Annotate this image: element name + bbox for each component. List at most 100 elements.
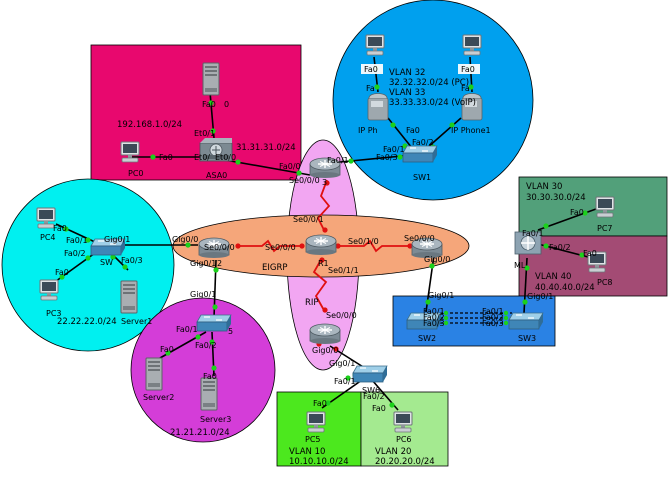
serial-r1-r4 — [336, 239, 412, 253]
device-ipphone0-label: IP Ph — [358, 126, 378, 135]
port-pc7-fa0: Fa0 — [570, 208, 584, 217]
label-plates — [361, 64, 480, 74]
device-ipphone1-label: IP Phone1 — [451, 126, 491, 135]
switch-sw3-icon[interactable] — [508, 312, 544, 330]
port-pc8-fa0: Fa0 — [583, 249, 597, 258]
port-ph1-fa: Fa — [461, 84, 470, 93]
port-pc4-fa0: Fa0 — [53, 224, 67, 233]
router-r5-icon[interactable] — [309, 323, 341, 344]
port-pc6-fa0: Fa0 — [372, 404, 386, 413]
label-cyan-subnet: 22.22.22.0/24 — [57, 317, 117, 327]
port-ph0-fa0: Fa0 — [364, 65, 378, 74]
port-r3-fa01: Fa0/1 — [327, 156, 349, 165]
port-sw1-fa03: Fa0/3 — [376, 153, 398, 162]
device-pc0-label: PC0 — [128, 169, 144, 178]
port-srv-fa0: Fa0 — [202, 100, 216, 109]
port-sw5-fa01: Fa0/1 — [176, 325, 198, 334]
device-sw4-label: SW — [100, 258, 113, 267]
pc0-icon[interactable] — [120, 141, 140, 163]
port-sw2-fa02: Fa0/2 — [423, 313, 445, 322]
label-vlan10: VLAN 10 — [289, 447, 325, 457]
label-vlan32: VLAN 32 — [389, 68, 425, 78]
pc5-icon[interactable] — [306, 411, 326, 433]
port-ph0-fa: Fa — [366, 84, 375, 93]
device-pc4-label: PC4 — [40, 233, 56, 242]
device-r2-label: 2 — [217, 259, 222, 268]
port-sw2-fa03: Fa0/3 — [423, 319, 445, 328]
port-srv2-fa0: Fa0 — [160, 345, 174, 354]
zone-blue — [332, 0, 534, 201]
port-r1-se010: Se0/1/0 — [348, 237, 379, 246]
port-r4-gig00: Gig0/0 — [424, 255, 450, 264]
device-pc6-label: PC6 — [396, 435, 412, 444]
label-vlan20-net: 20.20.20.0/24 — [375, 457, 435, 467]
zone-pink — [130, 297, 276, 443]
port-sw4-gig01: Gig0/1 — [104, 235, 130, 244]
port-r2-gig01: Gig0/1 — [190, 259, 216, 268]
device-server3-label: Server3 — [200, 415, 231, 424]
label-pink-subnet: 21.21.21.0/24 — [170, 428, 230, 438]
label-vlan40: VLAN 40 — [535, 272, 571, 282]
serial-r2-r1 — [236, 239, 304, 253]
port-r5-gig01: Gig0/1 — [329, 359, 355, 368]
port-sw1-fa01: Fa0/1 — [383, 145, 405, 154]
ip-phone-0-icon[interactable] — [367, 93, 389, 121]
label-magenta-subnet: 192.168.1.0/24 — [117, 120, 182, 130]
device-pc8-label: PC8 — [597, 278, 613, 287]
port-r3-fa00: Fa0/0 — [279, 162, 301, 171]
switch-sw6-icon[interactable] — [352, 365, 388, 383]
device-sw6-label: SW6 — [362, 386, 380, 395]
device-asa-label: ASA0 — [206, 171, 227, 180]
port-sw4-fa02: Fa0/2 — [64, 249, 86, 258]
device-ml-label: ML — [514, 261, 526, 270]
label-wan-net: 31.31.31.0/24 — [236, 143, 296, 153]
trunks-sw2-sw3 — [440, 312, 512, 324]
label-vlan33-net: 33.33.33.0/24 (VoIP) — [389, 98, 476, 108]
zone-vlan20 — [360, 391, 449, 467]
port-asa-et0: Et0/ — [194, 153, 210, 162]
port-sw3-fa02: Fa0/2 — [482, 313, 504, 322]
port-asa-et00: Et0/0 — [215, 153, 236, 162]
label-vlan20: VLAN 20 — [375, 447, 411, 457]
server2-icon[interactable] — [145, 357, 163, 391]
label-vlan33: VLAN 33 — [389, 88, 425, 98]
port-sw4-fa03: Fa0/3 — [121, 256, 143, 265]
server3-icon[interactable] — [200, 377, 218, 411]
serial-r3-r1 — [316, 179, 331, 233]
port-ml-gig01: Gig0/1 — [527, 292, 553, 301]
label-vlan32-net: 32.32.32.0/24 (PC) — [389, 78, 469, 88]
device-pc3-label: PC3 — [46, 309, 62, 318]
label-rip: RIP — [305, 298, 319, 308]
router-r1-icon[interactable] — [305, 234, 337, 255]
port-sw1-fa02: Fa0/2 — [412, 138, 434, 147]
device-sw1-label: SW1 — [413, 173, 431, 182]
port-r5-se000: Se0/0/0 — [326, 311, 357, 320]
port-pc3-fa0: Fa0 — [55, 268, 69, 277]
pc7-icon[interactable] — [595, 196, 615, 218]
switch-sw1-icon[interactable] — [402, 145, 438, 163]
port-sw2-gig01: Gig0/1 — [428, 291, 454, 300]
server-top-icon[interactable] — [202, 62, 220, 96]
port-sw5-fa02: Fa0/2 — [195, 341, 217, 350]
port-sw5-gig01: Gig0/1 — [190, 290, 216, 299]
label-vlan30-net: 30.30.30.0/24 — [526, 193, 586, 203]
pc6-icon[interactable] — [393, 411, 413, 433]
device-sw2-label: SW2 — [418, 334, 436, 343]
port-srv3-fa0: Fa0 — [203, 372, 217, 381]
device-sw5-label: 5 — [228, 327, 233, 336]
device-r3-label: 3 — [322, 178, 327, 187]
device-server1-label: Server1 — [121, 317, 152, 326]
port-r2-se000: Se0/0/0 — [204, 243, 235, 252]
port-sw3-fa03: Fa0/3 — [482, 319, 504, 328]
pc-blue-right-icon[interactable] — [462, 34, 482, 56]
pc-blue-left-icon[interactable] — [365, 34, 385, 56]
device-r1-label: R1 — [318, 259, 329, 268]
port-r3-se000: Se0/0/0 — [289, 176, 320, 185]
port-r5-gig00: Gig0/0 — [312, 346, 338, 355]
switch-sw5-icon[interactable] — [196, 314, 232, 332]
server1-icon[interactable] — [120, 280, 138, 314]
pc3-icon[interactable] — [39, 279, 59, 301]
label-vlan30: VLAN 30 — [526, 182, 562, 192]
device-pc7-label: PC7 — [597, 224, 613, 233]
